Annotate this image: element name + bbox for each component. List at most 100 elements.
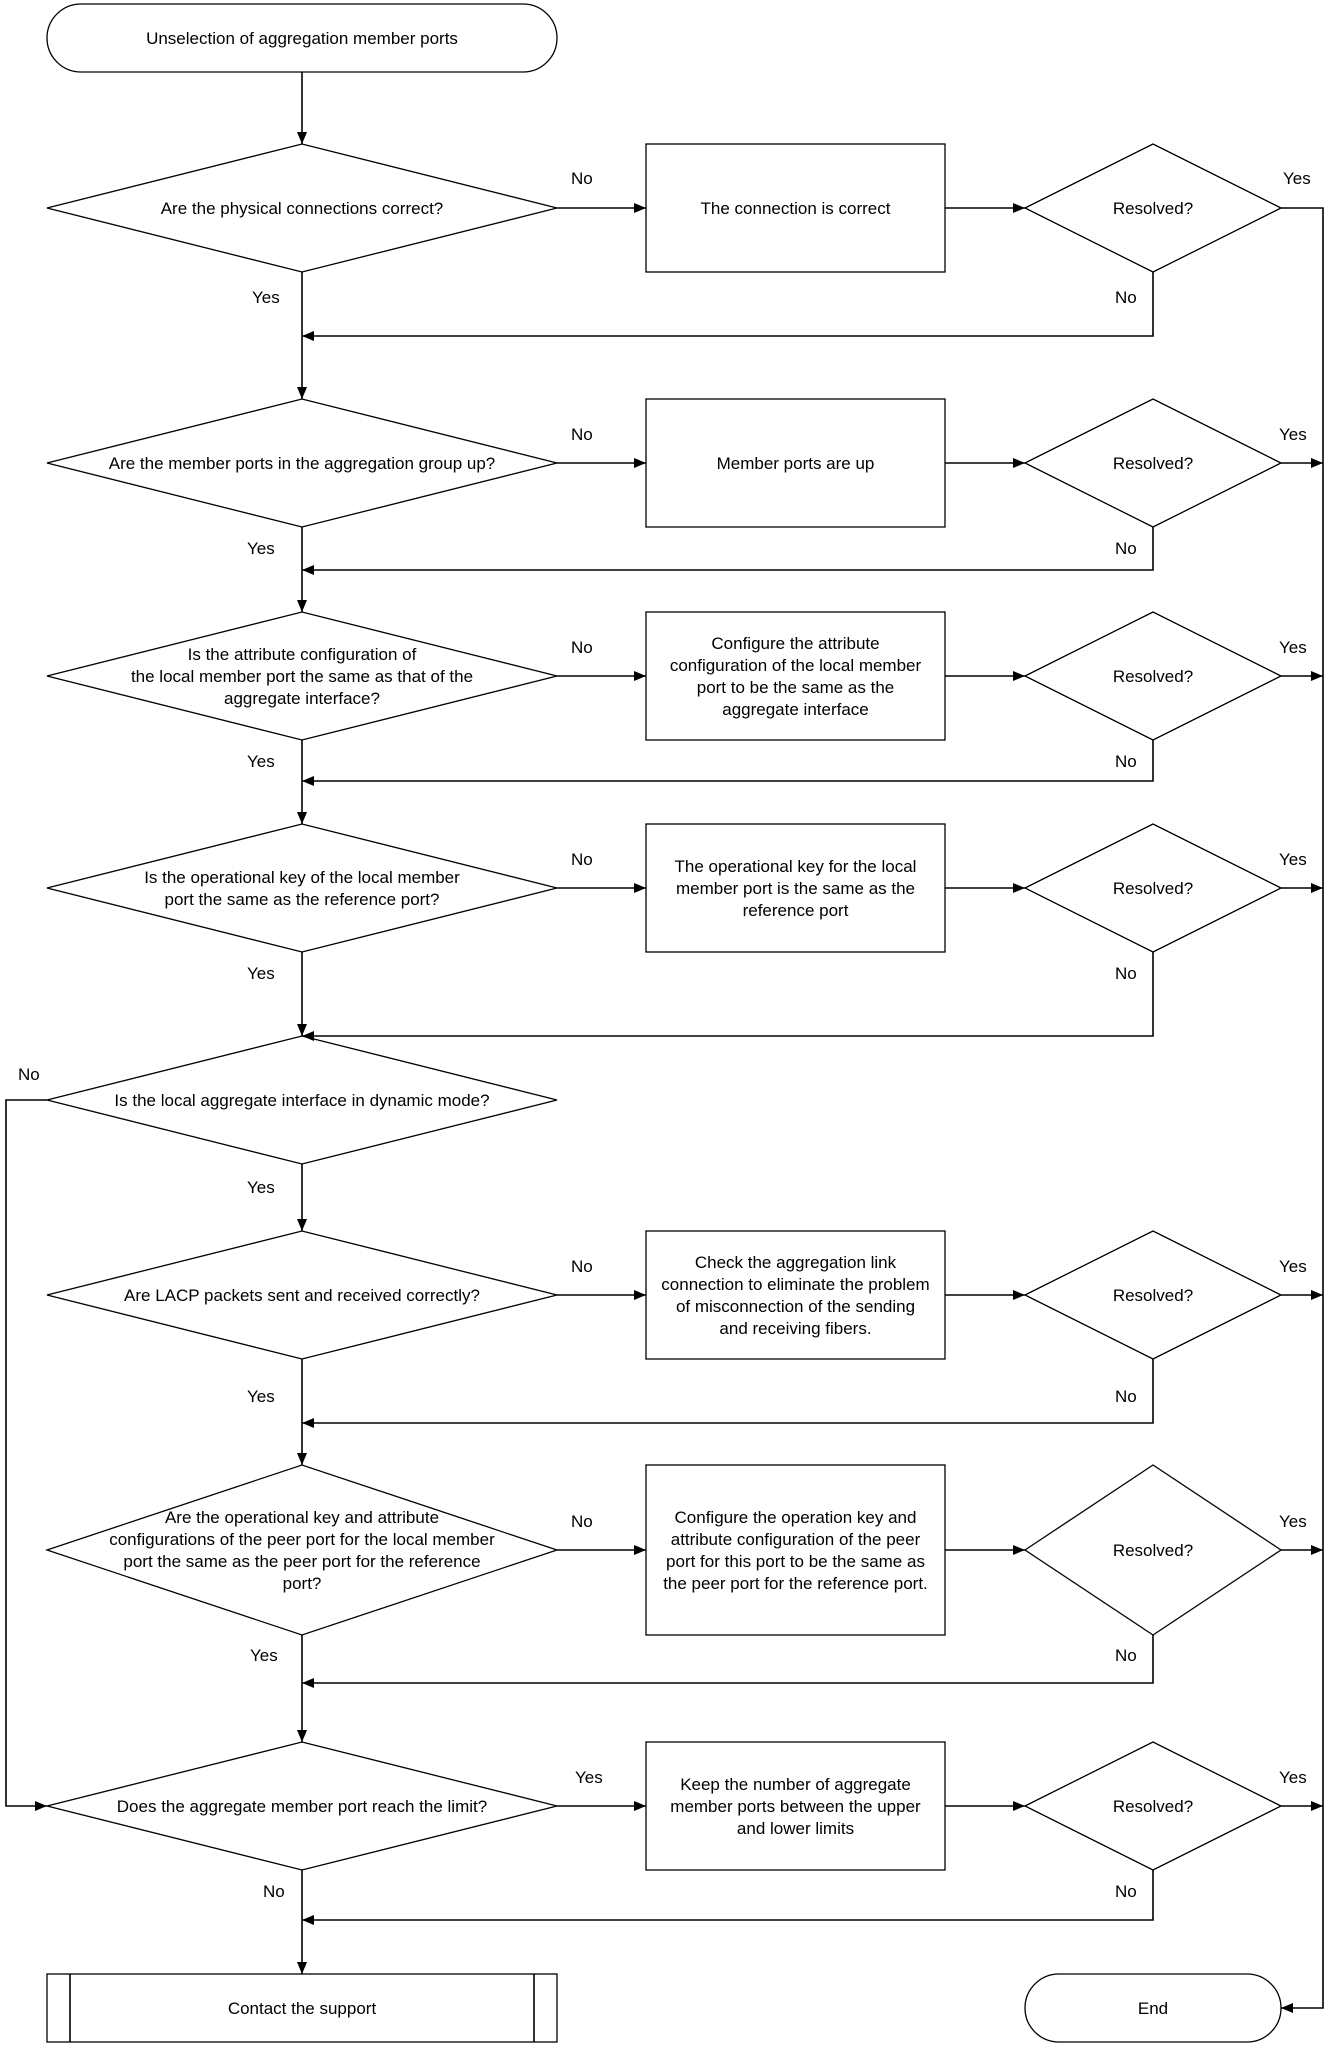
label-decision-3-yes: Yes (247, 752, 275, 771)
label-decision-8-no: No (263, 1882, 285, 1901)
action-6-label: the peer port for the reference port. (663, 1574, 928, 1593)
action-2: Member ports are up (645, 398, 946, 528)
action-5-label: connection to eliminate the problem (661, 1275, 929, 1294)
decision-8-label: Does the aggregate member port reach the… (117, 1797, 487, 1816)
action-5-label: of misconnection of the sending (676, 1297, 915, 1316)
decision-3-label: the local member port the same as that o… (131, 667, 473, 686)
start-node-label: Unselection of aggregation member ports (146, 29, 458, 48)
label-decision-2-yes: Yes (247, 539, 275, 558)
action-7-label: Keep the number of aggregate (680, 1775, 911, 1794)
contact-support-node: Contact the support (46, 1973, 558, 2043)
label-resolved-2-no: No (1115, 539, 1137, 558)
label-decision-6-no: No (571, 1257, 593, 1276)
decision-2-label: Are the member ports in the aggregation … (109, 454, 496, 473)
action-3: Configure the attribute configuration of … (645, 611, 946, 741)
decision-6-label: Are LACP packets sent and received corre… (124, 1286, 480, 1305)
action-1: The connection is correct (645, 143, 946, 273)
action-4-label: The operational key for the local (675, 857, 917, 876)
arrow-resolved-1-no (302, 272, 1154, 341)
label-decision-4-yes: Yes (247, 964, 275, 983)
action-6-label: Configure the operation key and (675, 1508, 917, 1527)
label-decision-7-yes: Yes (250, 1646, 278, 1665)
action-3-label: Configure the attribute (711, 634, 879, 653)
end-node: End (1024, 1973, 1282, 2043)
decision-3-label: Is the attribute configuration of (188, 645, 417, 664)
decision-2: Are the member ports in the aggregation … (46, 398, 593, 558)
label-decision-2-no: No (571, 425, 593, 444)
decision-7: Are the operational key and attribute con… (44, 1464, 593, 1665)
decision-5: Is the local aggregate interface in dyna… (46, 1035, 558, 1197)
decision-1: Are the physical connections correct? NoY… (46, 143, 593, 307)
resolved-6-label: Resolved? (1113, 1541, 1193, 1560)
decision-7-label: configurations of the peer port for the … (109, 1530, 495, 1549)
label-resolved-1-yes: Yes (1283, 169, 1311, 188)
action-4-label: member port is the same as the (676, 879, 915, 898)
decision-7-label: port the same as the peer port for the r… (123, 1552, 480, 1571)
action-6: Configure the operation key and attribute… (645, 1464, 946, 1636)
label-decision-1-yes: Yes (252, 288, 280, 307)
decision-3: Is the attribute configuration of the loc… (46, 611, 593, 771)
resolved-3-label: Resolved? (1113, 667, 1193, 686)
label-decision-1-no: No (571, 169, 593, 188)
action-4: The operational key for the local member … (645, 823, 946, 953)
action-5-label: and receiving fibers. (719, 1319, 871, 1338)
resolved-2-label: Resolved? (1113, 454, 1193, 473)
action-4-label: reference port (743, 901, 849, 920)
action-6-label: attribute configuration of the peer (671, 1530, 921, 1549)
label-resolved-7-yes: Yes (1279, 1768, 1307, 1787)
arrow-resolved-6-no (302, 1635, 1154, 1688)
label-q5-yes: Yes (247, 1178, 275, 1197)
decision-4-label: Is the operational key of the local memb… (144, 868, 460, 887)
label-resolved-5-no: No (1115, 1387, 1137, 1406)
decision-8: Does the aggregate member port reach the… (46, 1741, 603, 1901)
decision-4: Is the operational key of the local memb… (46, 823, 593, 983)
resolved-5-label: Resolved? (1113, 1286, 1193, 1305)
decision-7-label: Are the operational key and attribute (165, 1508, 439, 1527)
action-2-label: Member ports are up (717, 454, 875, 473)
decision-5-label: Is the local aggregate interface in dyna… (114, 1091, 489, 1110)
label-resolved-2-yes: Yes (1279, 425, 1307, 444)
contact-support-label: Contact the support (228, 1999, 377, 2018)
label-decision-4-no: No (571, 850, 593, 869)
arrow-resolved-2-no (302, 527, 1154, 575)
action-3-label: aggregate interface (722, 700, 869, 719)
decision-1-label: Are the physical connections correct? (161, 199, 444, 218)
label-decision-6-yes: Yes (247, 1387, 275, 1406)
action-7: Keep the number of aggregate member ports… (645, 1741, 946, 1871)
label-resolved-7-no: No (1115, 1882, 1137, 1901)
decision-4-label: port the same as the reference port? (165, 890, 440, 909)
arrow-resolved-7-no (302, 1870, 1154, 1925)
label-resolved-4-no: No (1115, 964, 1137, 983)
resolved-1-label: Resolved? (1113, 199, 1193, 218)
resolved-4-label: Resolved? (1113, 879, 1193, 898)
label-decision-8-yes: Yes (575, 1768, 603, 1787)
action-3-label: port to be the same as the (697, 678, 895, 697)
arrow-resolved-5-no (302, 1359, 1154, 1428)
decision-6: Are LACP packets sent and received corre… (46, 1230, 593, 1406)
arrow-resolved-yes-to-end (1281, 207, 1324, 2013)
label-decision-7-no: No (571, 1512, 593, 1531)
arrow-q5-no-bypass (5, 1099, 47, 1811)
label-resolved-3-yes: Yes (1279, 638, 1307, 657)
label-resolved-3-no: No (1115, 752, 1137, 771)
action-7-label: member ports between the upper (670, 1797, 921, 1816)
action-3-label: configuration of the local member (670, 656, 922, 675)
action-1-label: The connection is correct (701, 199, 891, 218)
decision-3-label: aggregate interface? (224, 689, 380, 708)
resolved-7-label: Resolved? (1113, 1797, 1193, 1816)
label-resolved-6-yes: Yes (1279, 1512, 1307, 1531)
label-resolved-1-no: No (1115, 288, 1137, 307)
label-q5-no: No (18, 1065, 40, 1084)
decision-7-label: port? (283, 1574, 322, 1593)
label-resolved-5-yes: Yes (1279, 1257, 1307, 1276)
action-6-label: port for this port to be the same as (666, 1552, 925, 1571)
action-7-label: and lower limits (737, 1819, 854, 1838)
